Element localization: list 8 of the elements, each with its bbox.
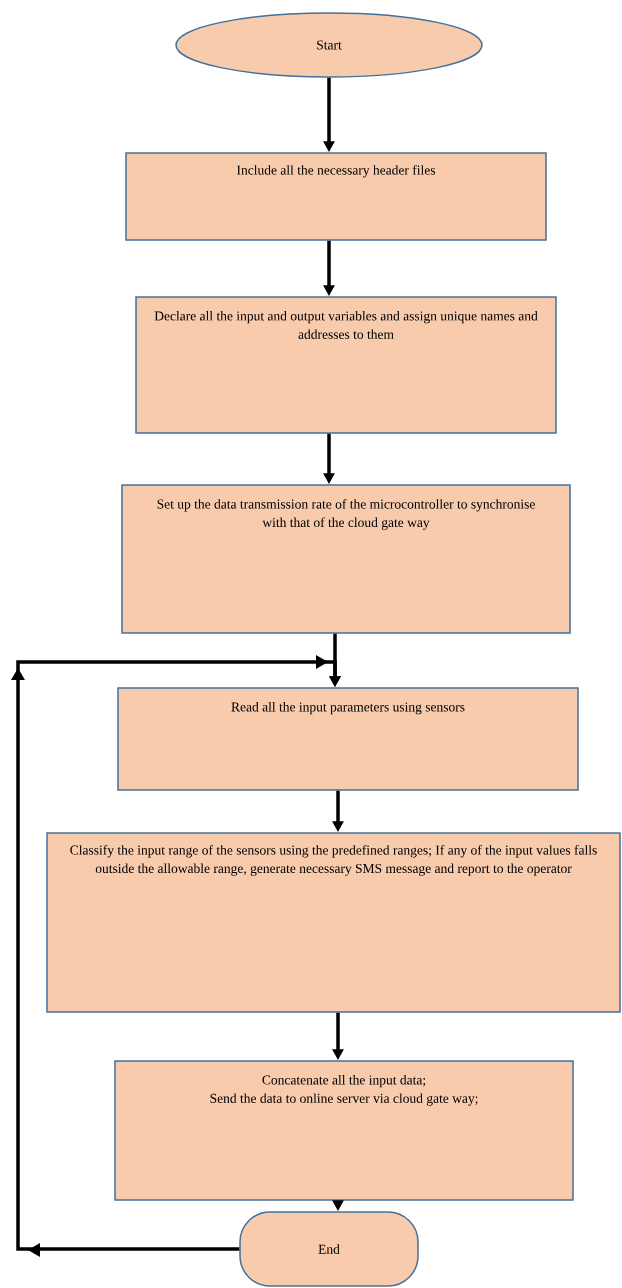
process-box: Set up the data transmission rate of the microcontroller to synchronise with that of the cloud gate way bbox=[121, 484, 571, 634]
end-terminal: End bbox=[239, 1211, 419, 1287]
process-box: Concatenate all the input data; Send the data to online server via cloud gate way; bbox=[114, 1060, 574, 1201]
loop-arrow bbox=[11, 655, 341, 1257]
process-box: Read all the input parameters using sensors bbox=[117, 687, 579, 791]
process-box: Include all the necessary header files bbox=[125, 152, 547, 241]
process-box: Declare all the input and output variables and assign unique names and addresses to them bbox=[135, 296, 557, 434]
process-box: Classify the input range of the sensors using the predefined ranges; If any of the input values falls outside the allowable range, generate necessary SMS message and report to the operator bbox=[46, 832, 621, 1013]
